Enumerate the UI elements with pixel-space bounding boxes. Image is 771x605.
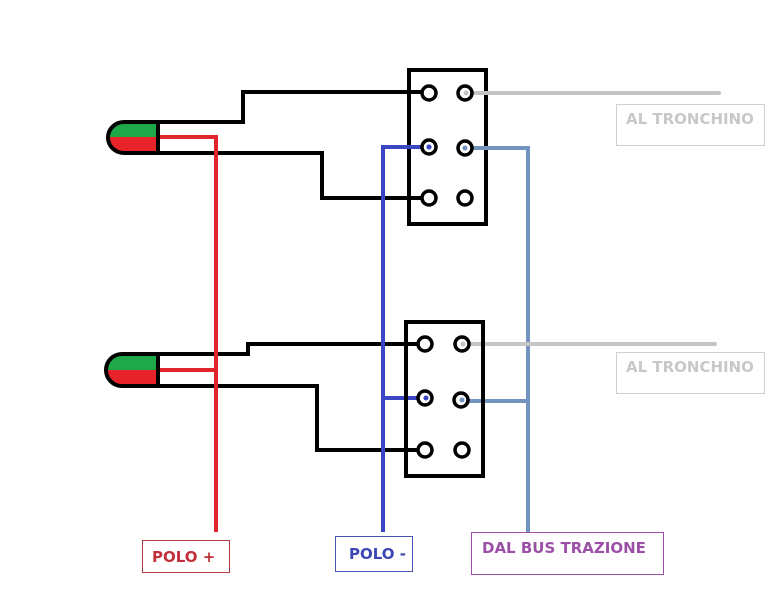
led2-red-half (106, 370, 158, 386)
switch1-pin-6 (456, 189, 474, 207)
led2-green-half (106, 354, 158, 370)
bicolor-led-2 (104, 352, 160, 388)
switch2-pin-5 (416, 441, 434, 459)
bicolor-led-1 (106, 120, 160, 155)
led1-green-half (108, 122, 158, 137)
label-al-tronchino-2: AL TRONCHINO (616, 352, 765, 394)
label-polo-plus: POLO + (142, 540, 230, 573)
label-polo-minus: POLO - (335, 536, 413, 572)
wire-led1-top-to-switch1-pin1 (158, 90, 428, 124)
switch2-pin-1 (416, 335, 434, 353)
led2-outline (104, 352, 160, 388)
wire-led2-bottom-to-switch2-pin5 (158, 384, 425, 452)
switch2-pin-6 (453, 441, 471, 459)
wire-lightblue-bus (464, 146, 530, 532)
wire-led1-bottom-to-switch1-pin5 (158, 151, 428, 200)
switch1-pin-5 (420, 189, 438, 207)
led1-red-half (107, 137, 158, 154)
switch-2-body (404, 320, 485, 478)
wire-red-led1 (156, 135, 218, 532)
wire-led2-top-to-switch2-pin1 (158, 342, 425, 356)
label-dal-bus-trazione: DAL BUS TRAZIONE (471, 532, 664, 575)
led1-outline (106, 120, 160, 155)
switch1-pin-1 (420, 84, 438, 102)
label-al-tronchino-1: AL TRONCHINO (616, 104, 765, 146)
